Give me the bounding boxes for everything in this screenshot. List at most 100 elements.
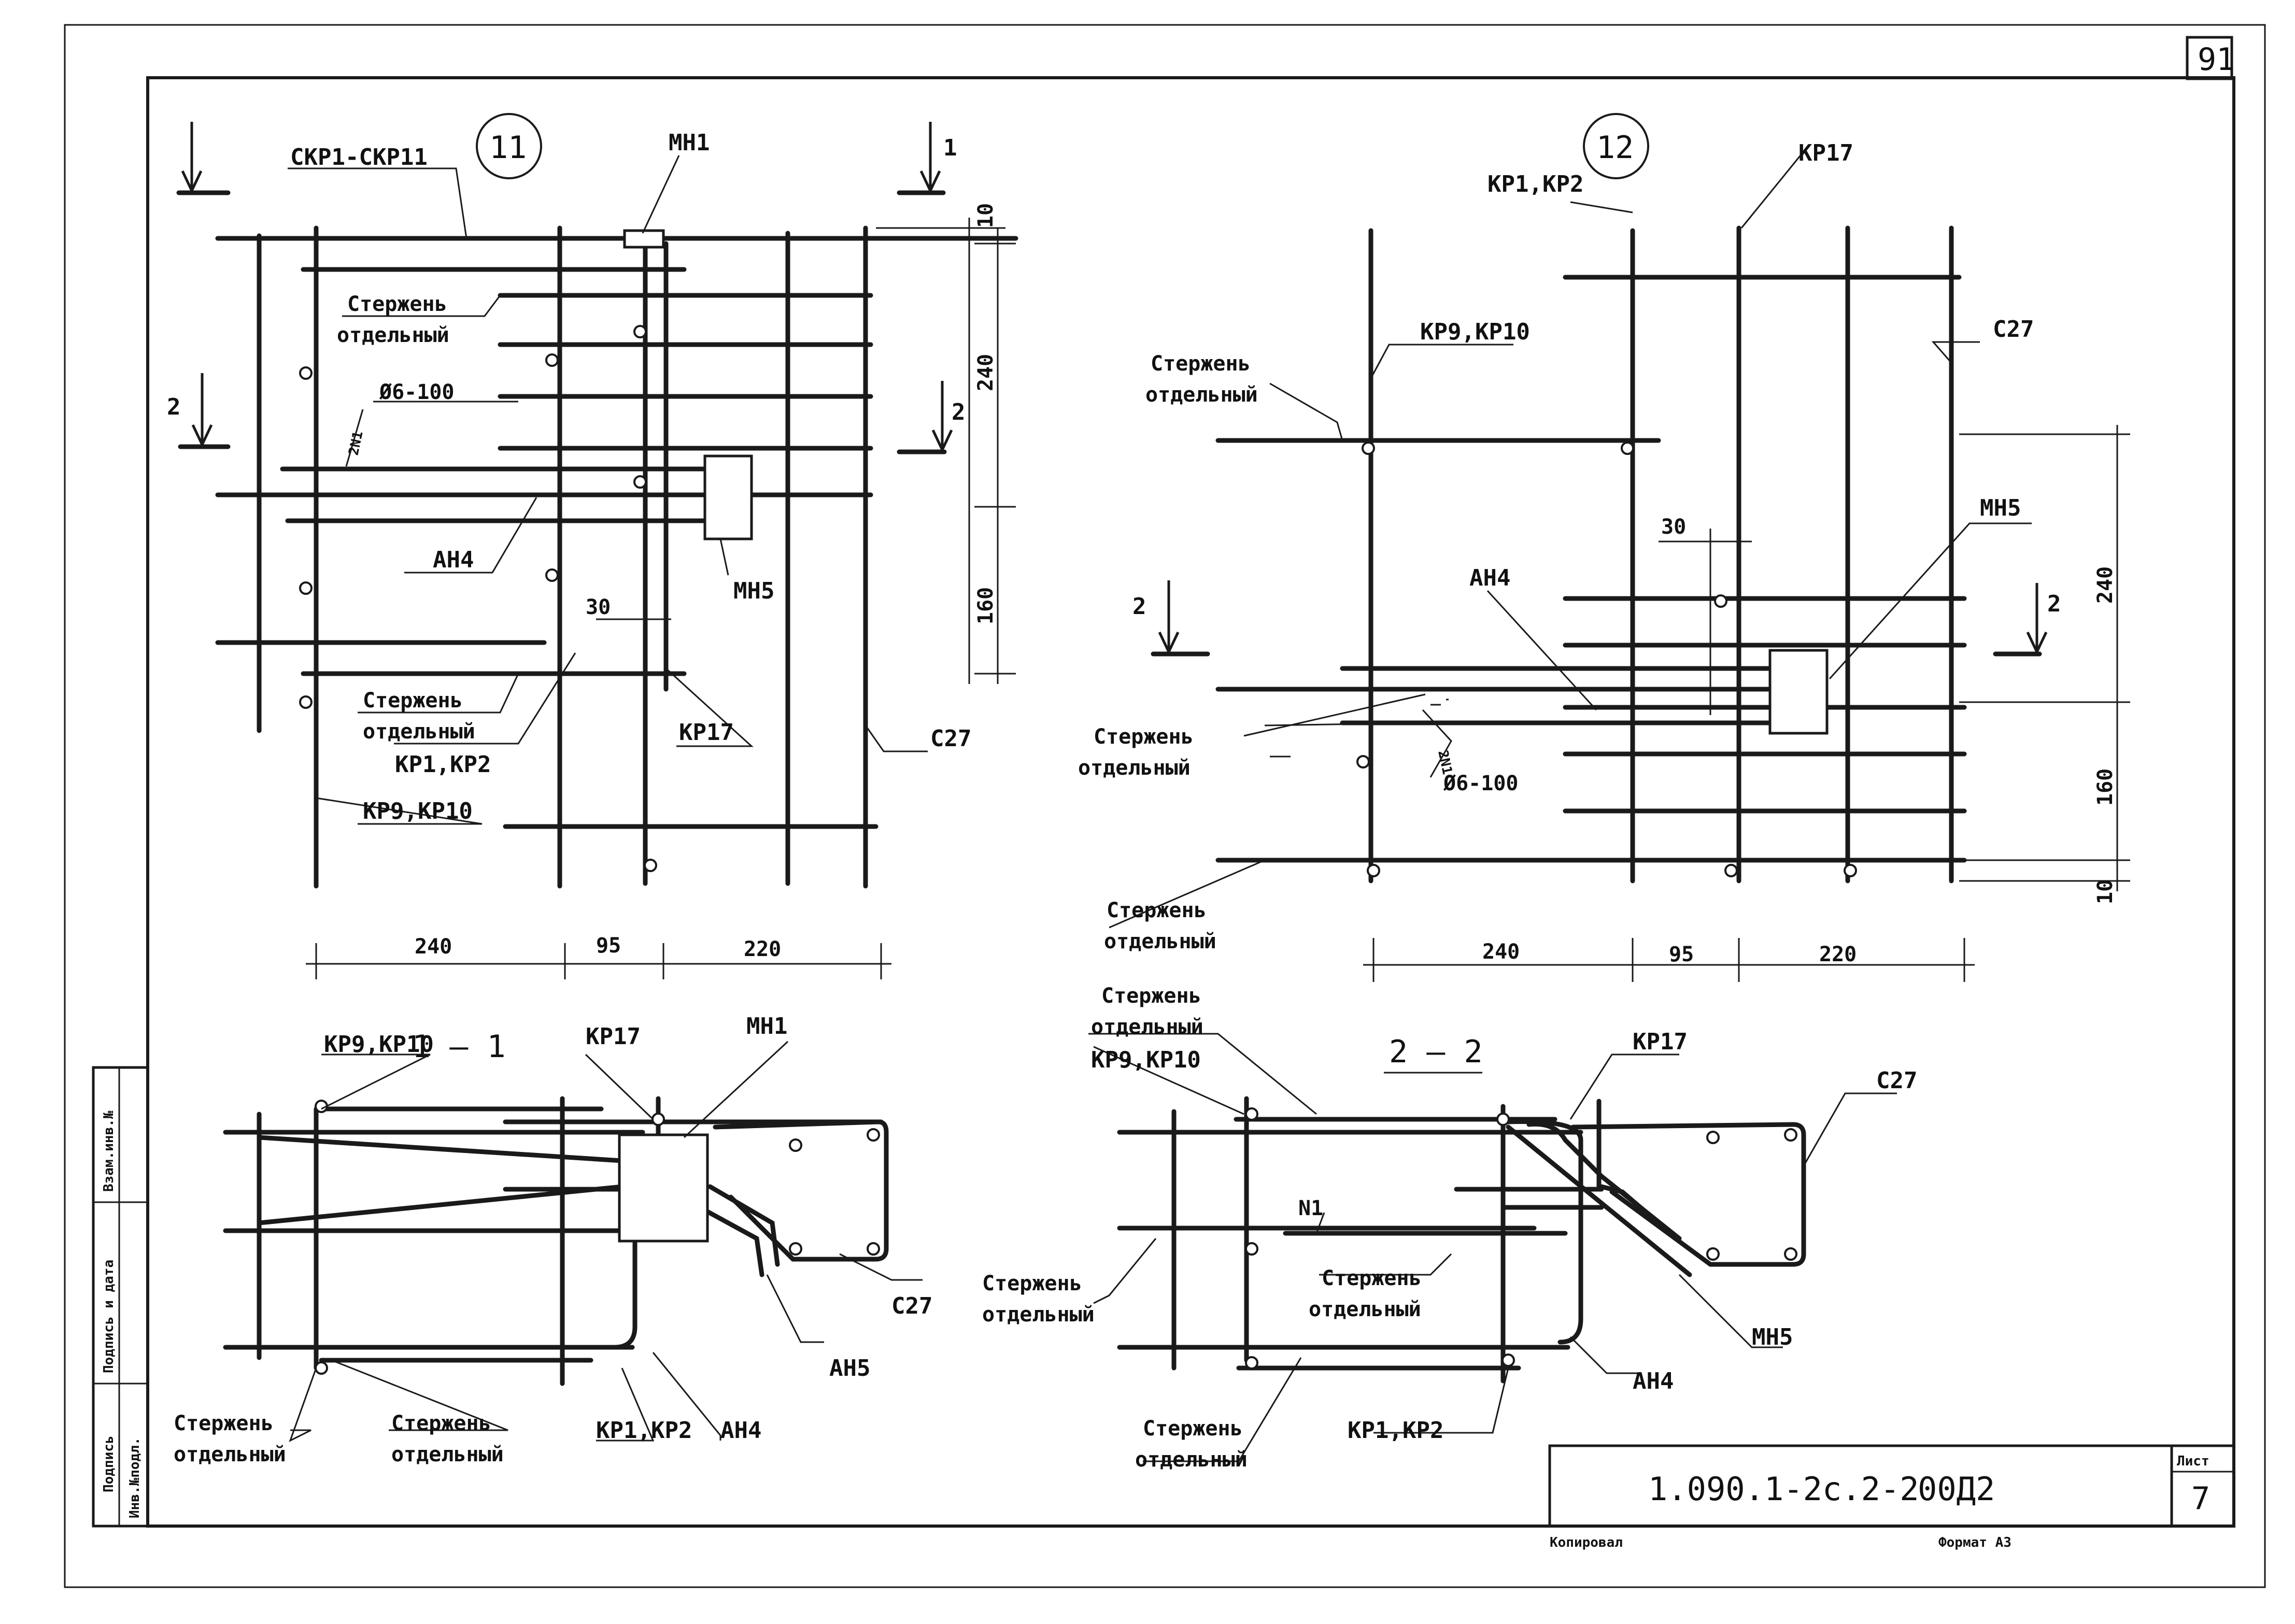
- label-rod-b1: Стержень: [391, 1412, 491, 1435]
- label-rod-l2: отдельный: [982, 1303, 1095, 1327]
- cut-2-right-label: 2: [952, 399, 966, 425]
- cut-1-label: 1: [943, 135, 957, 161]
- dim-width-240: 240: [415, 935, 452, 959]
- label-ah4: АН4: [433, 547, 474, 573]
- node-11-circle: [476, 113, 542, 179]
- node-12-circle: [1583, 113, 1649, 179]
- label-rod-b1: Стержень: [1143, 1417, 1243, 1441]
- label-ah4: АН4: [720, 1417, 761, 1444]
- label-rod-1b: отдельный: [337, 323, 449, 347]
- section-1-1-title: 1 – 1: [412, 1029, 506, 1065]
- cut-marker-2-left: 2: [167, 373, 231, 449]
- cut-marker-2-left: 2: [1132, 580, 1210, 657]
- stamp-code: 1.090.1-2с.2-2: [1648, 1470, 1919, 1508]
- dim-height-240: 240: [974, 354, 998, 391]
- label-rod-2a: Стержень: [363, 689, 463, 713]
- label-mh5: МН5: [1980, 495, 2021, 521]
- label-mh5: МН5: [733, 578, 774, 604]
- label-mh5: МН5: [1752, 1324, 1793, 1350]
- dim-height-240: 240: [2093, 566, 2117, 604]
- cut-marker-1-right: 1: [897, 122, 957, 195]
- cut-marker-2-right: 2: [897, 381, 966, 454]
- label-kp17: КР17: [679, 719, 734, 746]
- section-1-1: 1 – 1: [174, 1013, 932, 1466]
- label-rod-b2: отдельный: [391, 1443, 504, 1466]
- label-2n1: 2N1: [346, 430, 366, 457]
- cut-marker-1-left: [176, 122, 231, 195]
- label-ah4: АН4: [1469, 565, 1510, 591]
- side-stamp: Взам.инв.№ Подпись и дата Подпись Инв.№п…: [92, 1066, 149, 1528]
- label-mh1: МН1: [669, 130, 710, 156]
- node-12-plan: 12 2 2: [1078, 113, 2130, 982]
- label-c27: С27: [891, 1293, 932, 1319]
- label-c27: С27: [1876, 1067, 1917, 1094]
- dim-height-160: 160: [2093, 768, 2117, 806]
- label-rod-1a: Стержень: [1151, 352, 1251, 376]
- label-spacing: Ø6-100: [1443, 772, 1519, 795]
- label-rod-m2: отдельный: [1309, 1298, 1421, 1321]
- section-2-2: 2 – 2: [982, 984, 1917, 1472]
- side-stamp-field-2: Подпись и дата: [101, 1260, 117, 1373]
- label-rod-a2: отдельный: [174, 1443, 286, 1466]
- dim-width-220: 220: [744, 937, 781, 961]
- copied-label: Копировал: [1550, 1535, 1623, 1550]
- label-ah4: АН4: [1633, 1368, 1674, 1394]
- side-stamp-field-4: Инв.№подл.: [127, 1437, 143, 1518]
- stirrup-c27: [713, 1119, 889, 1262]
- label-kp12: КР1,КР2: [596, 1417, 692, 1444]
- stamp-suffix: 00Д2: [1918, 1470, 1995, 1508]
- label-mh1: МН1: [746, 1013, 787, 1039]
- dim-30: 30: [1661, 515, 1686, 539]
- plate-mh1: [618, 1133, 709, 1243]
- label-rod-1b: отдельный: [1145, 383, 1258, 407]
- label-rod-2b: отдельный: [1078, 756, 1191, 780]
- section-1-1-leaders: [289, 1041, 923, 1443]
- label-rod-2a: Стержень: [1094, 725, 1194, 749]
- section-2-2-leaders: [1088, 1033, 1897, 1462]
- plate-mh1: [623, 229, 665, 249]
- label-kp910: КР9,КР10: [1420, 319, 1530, 345]
- label-kp17: КР17: [1798, 140, 1853, 166]
- list-label: Лист: [2177, 1454, 2209, 1469]
- cut-2-right-label: 2: [2047, 591, 2061, 617]
- label-ckp: СКР1-СКР11: [290, 144, 428, 170]
- dim-width-95: 95: [596, 934, 621, 958]
- section-2-2-title: 2 – 2: [1389, 1034, 1483, 1070]
- list-number: 7: [2191, 1480, 2210, 1517]
- dim-width-220: 220: [1819, 943, 1857, 966]
- node-11-number: 11: [489, 130, 527, 166]
- label-kp17: КР17: [1633, 1029, 1688, 1055]
- node-12-number: 12: [1596, 130, 1634, 166]
- node-11-leaders: [288, 155, 928, 825]
- label-rod-1a: Стержень: [347, 292, 447, 316]
- corner-number: 91: [2198, 41, 2235, 78]
- dim-height-10: 10: [974, 203, 998, 228]
- label-rod-m1: Стержень: [1322, 1266, 1422, 1290]
- node-12-dimensions: 240 95 220 240 160 10 30: [1363, 425, 2130, 982]
- label-kp17: КР17: [586, 1023, 641, 1050]
- dim-width-95: 95: [1669, 943, 1694, 966]
- dim-width-240: 240: [1482, 940, 1520, 964]
- label-ah5: АН5: [829, 1355, 870, 1381]
- label-rod-top-1: Стержень: [1101, 984, 1201, 1008]
- label-rod-a1: Стержень: [174, 1412, 274, 1435]
- label-kp910: КР9,КР10: [363, 798, 473, 824]
- cut-marker-2-right: 2: [1993, 583, 2061, 657]
- label-c27: С27: [930, 725, 971, 752]
- label-kp12: КР1,КР2: [1348, 1417, 1443, 1444]
- label-rod-3b: отдельный: [1104, 930, 1216, 953]
- dim-height-160: 160: [974, 587, 998, 624]
- label-spacing: Ø6-100: [379, 380, 455, 404]
- side-stamp-field-3: Подпись: [101, 1435, 117, 1492]
- dim-height-10: 10: [2093, 879, 2117, 904]
- plate-mh5: [1768, 649, 1829, 735]
- label-rod-2b: отдельный: [363, 720, 475, 744]
- cut-2-left-label: 2: [1132, 593, 1146, 620]
- label-kp910: КР9,КР10: [1091, 1047, 1201, 1073]
- cut-2-left-label: 2: [167, 394, 181, 420]
- plate-mh5: [703, 454, 753, 540]
- sheet-frame: 91: [64, 24, 2266, 1588]
- label-c27: С27: [1993, 316, 2034, 343]
